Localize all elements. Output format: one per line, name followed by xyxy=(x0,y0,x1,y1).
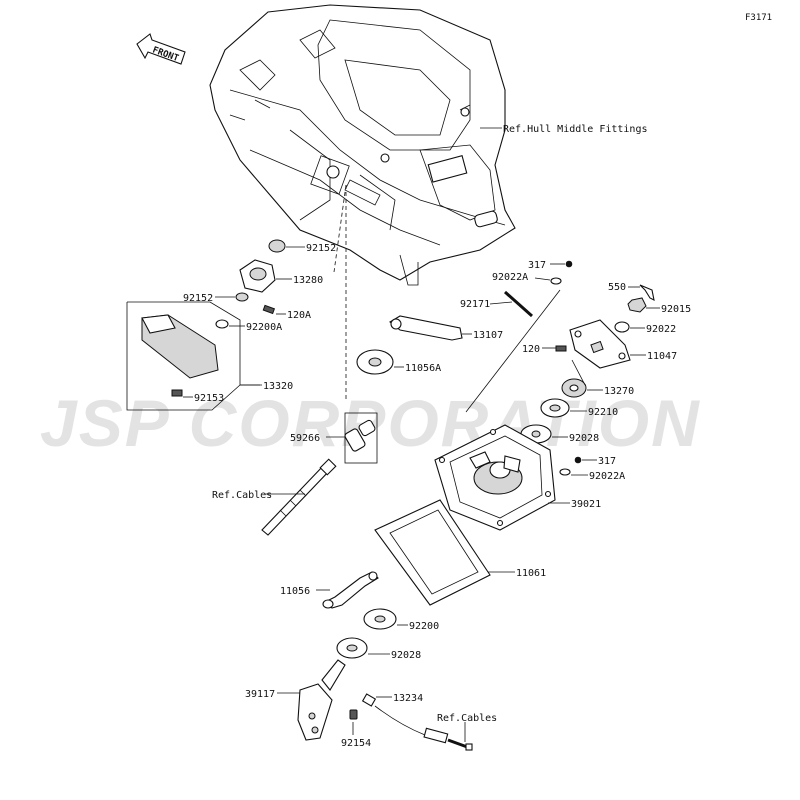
label-92200: 92200 xyxy=(409,621,439,632)
label-39117: 39117 xyxy=(245,689,275,700)
label-92015: 92015 xyxy=(661,304,691,315)
label-550: 550 xyxy=(608,282,626,293)
part-13320-knob xyxy=(141,314,219,379)
part-92028-b xyxy=(336,637,368,659)
label-11047: 11047 xyxy=(647,351,677,362)
label-92152-b: 92152 xyxy=(183,293,213,304)
label-317-a: 317 xyxy=(528,260,546,271)
part-39117-arm xyxy=(297,659,346,741)
part-11047-bracket xyxy=(569,319,631,369)
part-cable-right xyxy=(374,705,473,751)
label-317-b: 317 xyxy=(598,456,616,467)
label-120A: 120A xyxy=(287,310,311,321)
part-11061-gasket xyxy=(374,499,491,606)
label-120: 120 xyxy=(522,344,540,355)
label-92152-a: 92152 xyxy=(306,243,336,254)
part-13234 xyxy=(361,693,377,707)
label-hull-ref: Ref.Hull Middle Fittings xyxy=(503,124,648,135)
part-59266-joint xyxy=(344,419,376,452)
label-92028-b: 92028 xyxy=(391,650,421,661)
label-92200A: 92200A xyxy=(246,322,282,333)
label-92154: 92154 xyxy=(341,738,371,749)
label-92028-a: 92028 xyxy=(569,433,599,444)
label-92153: 92153 xyxy=(194,393,224,404)
part-39021-housing xyxy=(434,424,556,531)
label-13107: 13107 xyxy=(473,330,503,341)
label-11056: 11056 xyxy=(280,586,310,597)
label-13234: 13234 xyxy=(393,693,423,704)
part-11056A xyxy=(356,349,394,375)
part-92200A xyxy=(215,319,229,329)
part-92152-grommet xyxy=(268,239,286,253)
label-13270: 13270 xyxy=(604,386,634,397)
part-92022-washer xyxy=(614,321,630,333)
part-120A xyxy=(262,304,276,315)
figure-id: F3171 xyxy=(745,13,772,23)
label-cables-ref-left: Ref.Cables xyxy=(212,490,272,501)
label-92022: 92022 xyxy=(646,324,676,335)
label-92171: 92171 xyxy=(460,299,490,310)
label-92022A-b: 92022A xyxy=(589,471,625,482)
label-cables-ref-right: Ref.Cables xyxy=(437,713,497,724)
part-92015-nut xyxy=(627,297,647,313)
part-11056-lever xyxy=(322,571,379,609)
part-13270 xyxy=(561,378,587,398)
part-92152-washer xyxy=(235,292,249,302)
hull-drawing xyxy=(209,4,516,286)
label-92022A-a: 92022A xyxy=(492,272,528,283)
part-cable-left xyxy=(261,458,337,536)
part-120-bolt xyxy=(555,345,567,352)
label-11056A: 11056A xyxy=(405,363,441,374)
part-317-nut-b xyxy=(574,456,582,464)
label-39021: 39021 xyxy=(571,499,601,510)
label-59266: 59266 xyxy=(290,433,320,444)
part-317-nut-a xyxy=(565,260,573,268)
part-550-pin xyxy=(639,284,655,301)
part-13107-lever xyxy=(389,315,463,341)
front-arrow-icon: FRONT xyxy=(136,33,186,65)
label-11061: 11061 xyxy=(516,568,546,579)
part-92153-screw xyxy=(171,389,183,397)
part-92154-nut xyxy=(349,709,358,720)
label-13320: 13320 xyxy=(263,381,293,392)
part-92210 xyxy=(540,398,570,418)
label-92210: 92210 xyxy=(588,407,618,418)
part-92200 xyxy=(363,608,397,630)
part-92022A-washer-b xyxy=(559,468,571,476)
label-13280: 13280 xyxy=(293,275,323,286)
part-92022A-washer-a xyxy=(550,277,562,285)
part-13280 xyxy=(239,259,276,293)
